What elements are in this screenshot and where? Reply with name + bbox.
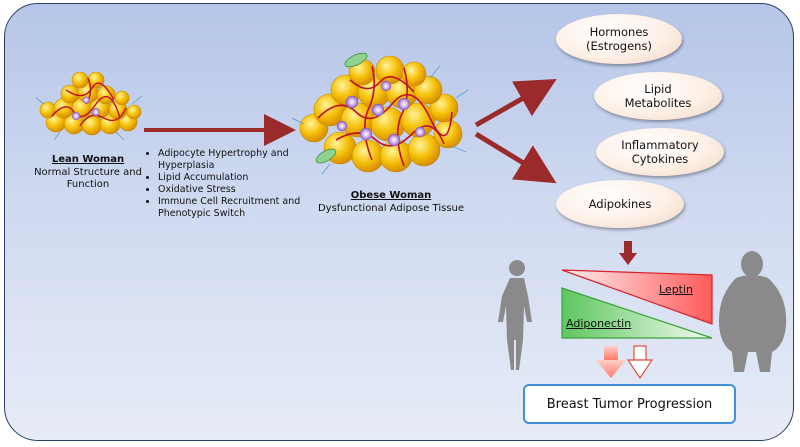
breast-tumor-progression-box: Breast Tumor Progression [523, 384, 736, 424]
adiponectin-effect-arrow [626, 345, 654, 380]
leptin-effect-arrow [596, 346, 626, 378]
inflammatory-cytokines-label: Inflammatory Cytokines [621, 138, 699, 166]
list-item: Immune Cell Recruitment and Phenotypic S… [158, 196, 308, 220]
obese-woman-subtitle: Dysfunctional Adipose Tissue [317, 203, 465, 214]
obese-adipose-tissue [291, 52, 469, 175]
list-item: Adipocyte Hypertrophy and Hyperplasia [158, 148, 308, 172]
lean-woman-title: Lean Woman [51, 154, 125, 165]
list-item: Oxidative Stress [158, 184, 308, 196]
leptin-triangle [561, 269, 713, 325]
adipokines-down-arrow [619, 241, 637, 265]
hormones-label: Hormones (Estrogens) [586, 25, 652, 53]
adipokines-pill: Adipokines [556, 180, 684, 228]
hormones-pill: Hormones (Estrogens) [556, 14, 682, 64]
lean-woman-subtitle: Normal Structure and Function [34, 167, 142, 190]
lower-branch-arrow [474, 131, 557, 184]
outcome-label: Breast Tumor Progression [546, 396, 713, 412]
list-item: Lipid Accumulation [158, 172, 308, 184]
lipid-metabolites-label: Lipid Metabolites [624, 82, 692, 110]
upper-branch-arrow [474, 79, 557, 128]
process-arrows [144, 79, 637, 265]
obese-woman-silhouette [718, 251, 787, 372]
leptin-label: Leptin [659, 283, 694, 296]
adiponectin-label: Adiponectin [566, 317, 632, 330]
lipid-metabolites-pill: Lipid Metabolites [594, 72, 722, 120]
lean-woman-silhouette [498, 260, 532, 370]
inflammatory-cytokines-pill: Inflammatory Cytokines [596, 128, 724, 176]
adipose-changes-list: Adipocyte Hypertrophy and Hyperplasia Li… [146, 148, 308, 220]
lean-adipose-tissue [35, 71, 143, 141]
adipokines-label: Adipokines [588, 197, 652, 211]
adiponectin-triangle [561, 287, 713, 339]
obese-woman-title: Obese Woman [350, 190, 432, 201]
